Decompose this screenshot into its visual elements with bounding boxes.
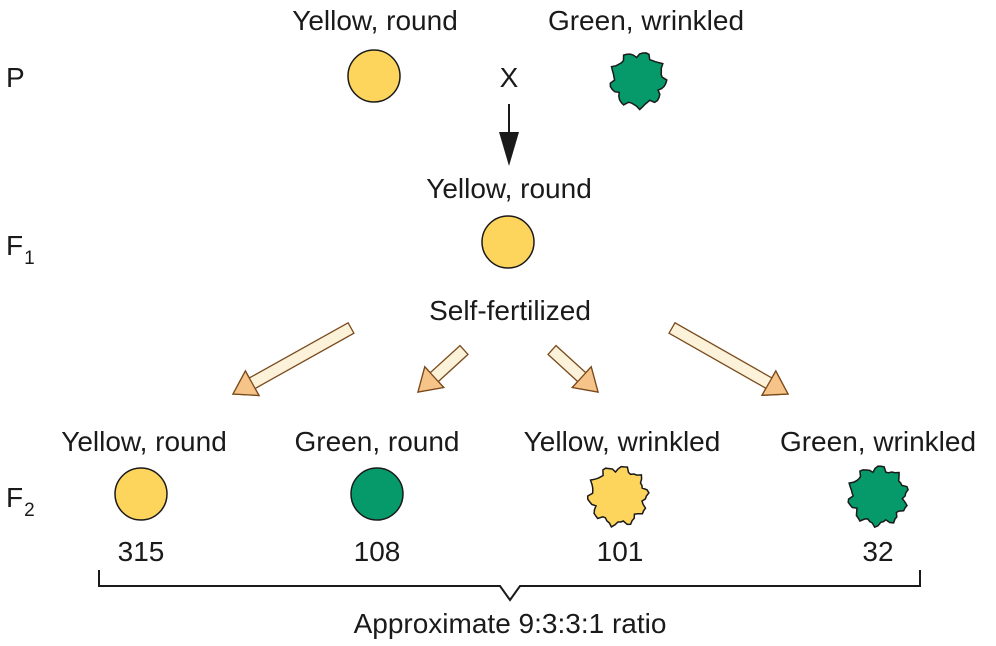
parent-left-label: Yellow, round [292, 5, 458, 36]
f2-yellow-wrinkled-pea [586, 465, 650, 528]
cross-symbol: X [499, 62, 519, 93]
ratio-bracket [98, 570, 921, 602]
f1-letter: F [6, 230, 24, 261]
f2-green-round-pea [350, 467, 404, 521]
f1-subscript: 1 [24, 248, 35, 269]
f2-label-yellow-round: Yellow, round [61, 426, 227, 457]
arrow-head [231, 369, 261, 397]
f2-count-yellow-wrinkled: 101 [596, 536, 644, 567]
f2-count-green-round: 108 [353, 536, 401, 567]
f2-count-yellow-round: 315 [117, 536, 165, 567]
f2-green-wrinkled-pea [847, 465, 909, 529]
f2-label-green-round: Green, round [294, 426, 460, 457]
self-fertilized-label: Self-fertilized [429, 295, 591, 326]
parent-yellow-round-pea [347, 49, 401, 103]
generation-label-f2: F2 [6, 482, 35, 521]
arrow-head [417, 365, 445, 393]
f2-label-yellow-wrinkled: Yellow, wrinkled [523, 426, 721, 457]
f2-label-green-wrinkled: Green, wrinkled [779, 426, 977, 457]
cross-down-arrow [499, 104, 519, 166]
f1-label: Yellow, round [426, 173, 592, 204]
f2-letter: F [6, 482, 24, 513]
arrow-head [571, 365, 599, 393]
f1-yellow-round-pea [481, 215, 535, 269]
f2-count-green-wrinkled: 32 [862, 536, 894, 567]
parent-green-wrinkled-pea [609, 52, 668, 111]
generation-label-p: P [6, 62, 25, 93]
f2-subscript: 2 [24, 500, 35, 521]
ratio-label: Approximate 9:3:3:1 ratio [353, 608, 667, 639]
generation-label-f1: F1 [6, 230, 35, 269]
arrow-head [760, 369, 790, 397]
f2-yellow-round-pea [114, 467, 168, 521]
parent-right-label: Green, wrinkled [547, 5, 745, 36]
